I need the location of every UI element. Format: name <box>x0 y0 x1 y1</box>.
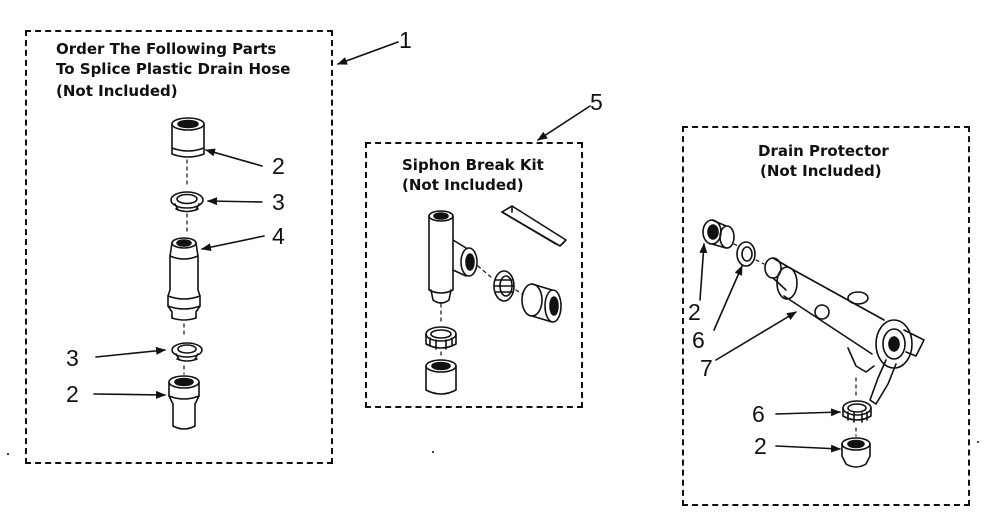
lower-cup-part <box>425 359 457 395</box>
siphon-title-line-1: Siphon Break Kit <box>402 156 544 174</box>
drain-protector-parts <box>699 219 925 468</box>
callout-protector-2-right: 2 <box>754 433 767 459</box>
callout-5: 5 <box>590 89 603 115</box>
callout-protector-7: 7 <box>700 355 713 381</box>
scan-speck <box>432 451 434 453</box>
drain-protector-box <box>682 126 970 506</box>
splice-title-line-3: (Not Included) <box>56 82 178 100</box>
callout-splice-2-bottom: 2 <box>66 381 79 407</box>
callout-splice-3-bottom: 3 <box>66 345 79 371</box>
lower-ring-part <box>425 326 457 350</box>
callout-splice-3-top: 3 <box>272 189 285 215</box>
splice-parts <box>93 41 399 430</box>
siphon-kit-parts <box>425 105 591 395</box>
leader-arrow <box>95 346 166 358</box>
leader-arrow <box>205 148 263 167</box>
clamp-ring-top-part <box>170 191 204 213</box>
splice-parts-box <box>25 30 333 464</box>
connector-bottom-part <box>168 375 200 430</box>
protector-cap-part <box>702 219 735 249</box>
callout-protector-6-right: 6 <box>752 401 765 427</box>
leader-arrow <box>337 41 399 65</box>
connector-top-part <box>171 117 205 158</box>
threaded-ring-part <box>493 270 515 302</box>
tool-rod-part <box>501 205 567 247</box>
protector-title-line-1: Drain Protector <box>758 142 889 160</box>
protector-ring-right-part <box>842 400 872 423</box>
callout-splice-2-top: 2 <box>272 153 285 179</box>
coupling-tube-part <box>167 237 201 321</box>
callout-protector-2-left: 2 <box>688 299 701 325</box>
leader-arrow <box>201 235 265 252</box>
leader-arrow <box>93 390 166 399</box>
siphon-title-line-2: (Not Included) <box>402 176 524 194</box>
protector-cup-part <box>841 437 871 468</box>
tee-fitting-part <box>428 210 478 304</box>
adapter-part <box>521 283 562 323</box>
leader-arrow <box>699 243 708 301</box>
splice-title-line-2: To Splice Plastic Drain Hose <box>56 60 291 78</box>
scan-speck <box>977 441 979 443</box>
protector-body-part <box>764 257 925 405</box>
leader-arrow <box>537 105 591 141</box>
splice-title-line-1: Order The Following Parts <box>56 40 277 58</box>
callout-splice-4: 4 <box>272 223 285 249</box>
leader-arrow <box>713 265 743 331</box>
scan-speck <box>7 453 9 455</box>
leader-arrow <box>775 444 841 453</box>
siphon-kit-box <box>365 142 583 408</box>
callout-1: 1 <box>399 27 412 53</box>
leader-arrow <box>207 197 263 206</box>
protector-title-line-2: (Not Included) <box>760 162 882 180</box>
callout-protector-6-left: 6 <box>692 327 705 353</box>
protector-ring-left-part <box>736 241 756 267</box>
clamp-ring-bottom-part <box>171 342 203 362</box>
leader-arrow <box>715 311 797 361</box>
leader-arrow <box>775 408 841 417</box>
